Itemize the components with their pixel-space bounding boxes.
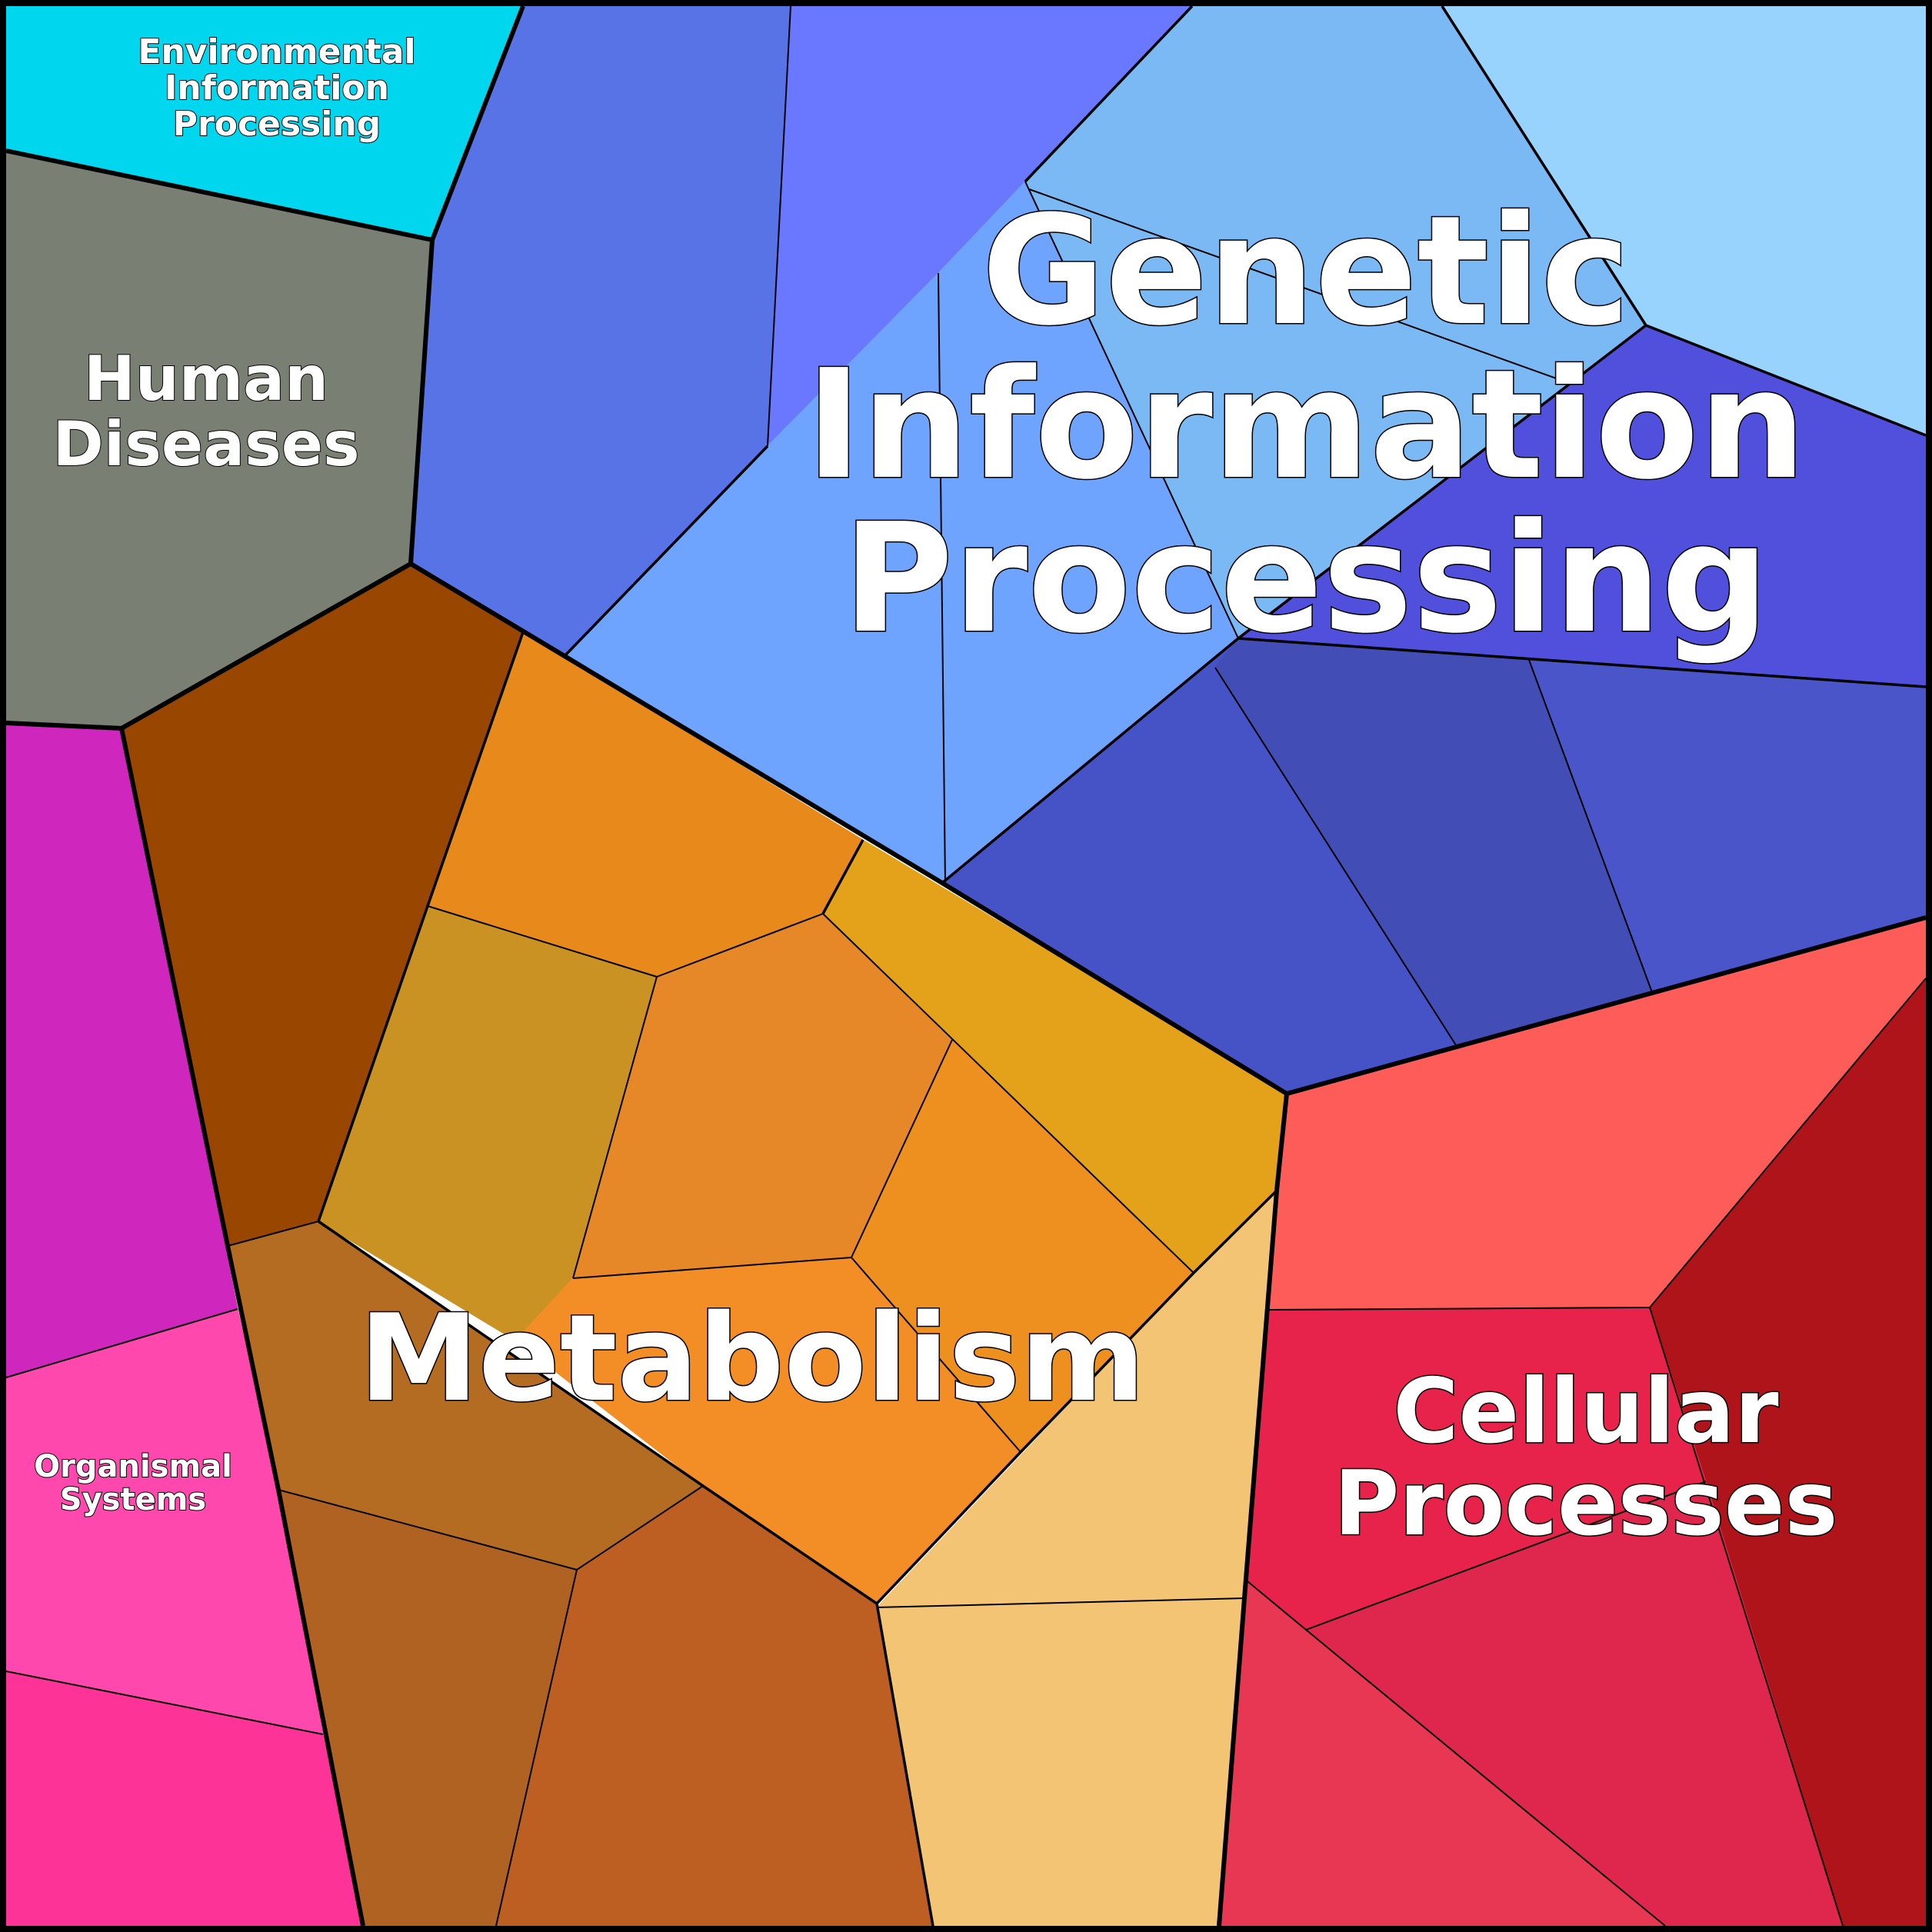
subcell-border-15: [5, 1308, 238, 1378]
category-border-5: [1217, 1093, 1289, 1927]
label-organismal-line-0: Organismal: [34, 1449, 232, 1484]
label-human-diseases-line-0: Human: [84, 343, 328, 415]
region-border-9: [1192, 1189, 1278, 1274]
subcell-border-10: [572, 976, 658, 1279]
subcell-border-13: [495, 1569, 578, 1927]
label-organismal-line-1: Systems: [60, 1482, 206, 1517]
label-genetic-line-1: Information: [806, 338, 1807, 513]
label-genetic-line-0: Genetic: [981, 184, 1630, 359]
subcell-border-4: [1214, 667, 1458, 1048]
subcell-border-1: [1024, 181, 1239, 639]
category-border-1: [5, 148, 433, 242]
subcell-border-16: [5, 1671, 324, 1735]
subcell-borders: [5, 5, 1927, 1927]
subcell-border-11: [227, 1221, 319, 1247]
subcell-border-18: [1247, 1581, 1666, 1927]
region-border-2: [1024, 5, 1194, 183]
label-human-diseases-line-1: Diseases: [52, 408, 359, 480]
category-border-0: [430, 5, 525, 242]
cell-metabolism-19: [876, 1597, 1245, 1927]
subcell-border-5: [1528, 659, 1653, 993]
label-cellular-line-1: Processes: [1334, 1452, 1837, 1556]
subcell-border-2: [1028, 188, 1570, 384]
subcell-border-7: [822, 913, 1194, 1274]
subcell-border-17: [1305, 1481, 1707, 1631]
subcell-border-0: [767, 5, 791, 447]
subcell-border-8: [851, 1039, 953, 1258]
region-border-1: [563, 445, 769, 658]
subcell-border-3: [938, 272, 946, 884]
subcell-border-14: [876, 1597, 1245, 1608]
label-genetic-line-2: Processing: [843, 491, 1769, 667]
category-borders: [5, 5, 1927, 1927]
category-border-3: [409, 561, 1927, 1096]
subcell-border-20: [1649, 1307, 1844, 1927]
subcell-border-9: [572, 1257, 1021, 1453]
region-border-6: [317, 631, 525, 1222]
label-environmental-line-0: Environmental: [138, 32, 415, 72]
region-border-10: [875, 1603, 934, 1927]
label-cellular-line-0: Cellular: [1393, 1360, 1778, 1464]
label-environmental-line-2: Processing: [173, 105, 381, 144]
label-environmental-line-1: Information: [165, 68, 389, 108]
category-border-2: [5, 239, 435, 731]
label-metabolism-line-0: Metabolism: [359, 1288, 1145, 1428]
region-border-5: [1237, 637, 1927, 688]
cells: [5, 5, 1927, 1927]
label-metabolism: Metabolism: [359, 1288, 1145, 1428]
region-border-7: [821, 839, 864, 914]
category-border-4: [119, 728, 365, 1927]
